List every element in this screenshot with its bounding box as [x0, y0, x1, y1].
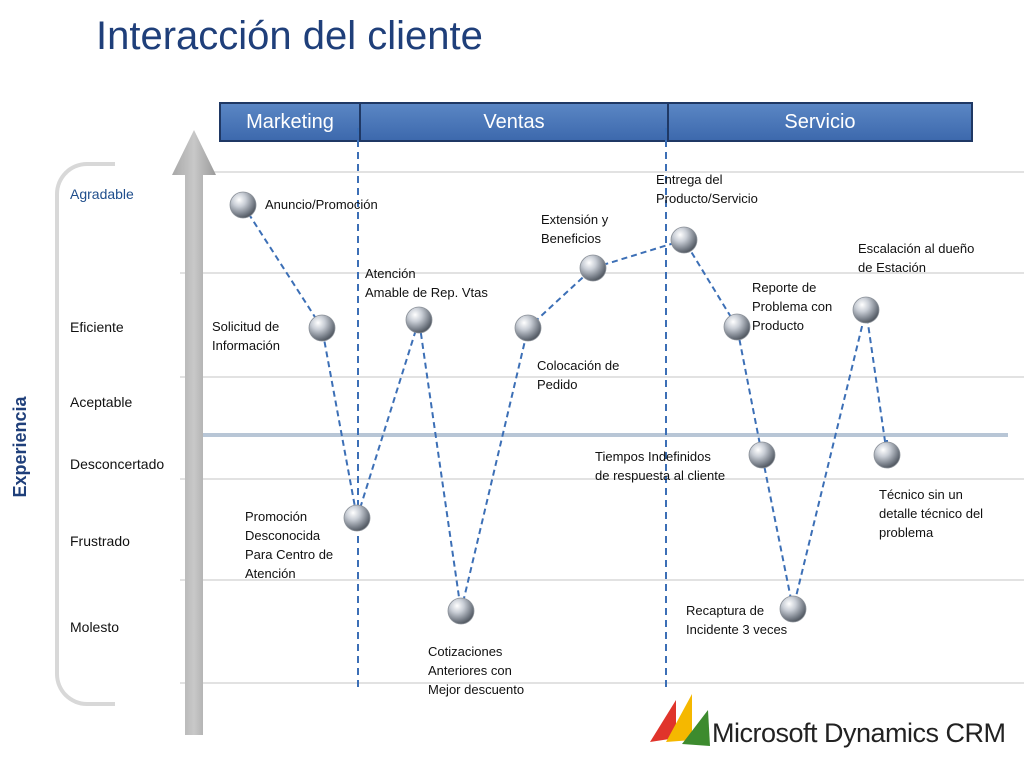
note-extension: Extensión y Beneficios [541, 212, 609, 246]
level-agradable: Agradable [70, 186, 134, 202]
note-entrega: Entrega del Producto/Servicio [656, 172, 758, 206]
touchpoint-marker-13 [873, 441, 901, 469]
touchpoint-marker-7 [579, 254, 607, 282]
note-colocacion: Colocación de Pedido [537, 358, 620, 392]
level-frustrado: Frustrado [70, 533, 130, 549]
touchpoint-marker-12 [852, 296, 880, 324]
note-anuncio: Anuncio/Promoción [265, 197, 378, 212]
touchpoint-marker-6 [514, 314, 542, 342]
experience-arrow [172, 130, 216, 735]
level-aceptable: Aceptable [70, 394, 133, 410]
touchpoint-marker-8 [670, 226, 698, 254]
note-tiempos: Tiempos Indefinidos de respuesta al clie… [595, 449, 726, 483]
note-recaptura: Recaptura de Incidente 3 veces [686, 603, 788, 637]
page-title: Interacción del cliente [96, 14, 483, 58]
logo-text: Microsoft Dynamics CRM [712, 718, 1006, 748]
experience-bracket [55, 162, 115, 706]
note-escalacion: Escalación al dueño de Estación [858, 241, 975, 275]
phase-header: Marketing Ventas Servicio [219, 102, 973, 142]
phase-servicio: Servicio [667, 104, 971, 140]
touchpoint-marker-11 [779, 595, 807, 623]
note-promocion: Promoción Desconocida Para Centro de Ate… [245, 509, 334, 581]
level-molesto: Molesto [70, 619, 120, 635]
note-cotizaciones: Cotizaciones Anteriores con Mejor descue… [428, 644, 525, 697]
touchpoint-marker-3 [343, 504, 371, 532]
journey-path [242, 204, 888, 612]
level-eficiente: Eficiente [70, 319, 124, 335]
note-atencion: Atención Amable de Rep. Vtas [365, 266, 488, 300]
note-solicitud: Solicitud de Información [212, 319, 280, 353]
touchpoint-marker-5 [447, 597, 475, 625]
level-gridlines [180, 171, 1024, 684]
microsoft-dynamics-logo-icon [650, 694, 710, 746]
level-desconcertado: Desconcertado [70, 456, 165, 472]
phase-marketing: Marketing [246, 110, 334, 133]
note-tecnico: Técnico sin un detalle técnico del probl… [879, 487, 984, 540]
touchpoint-marker-2 [308, 314, 336, 342]
touchpoint-marker-4 [405, 306, 433, 334]
touchpoint-marker-10 [748, 441, 776, 469]
touchpoint-marker-1 [229, 191, 257, 219]
note-reporte: Reporte de Problema con Producto [752, 280, 833, 333]
touchpoint-marker-9 [723, 313, 751, 341]
phase-ventas: Ventas [359, 104, 667, 140]
